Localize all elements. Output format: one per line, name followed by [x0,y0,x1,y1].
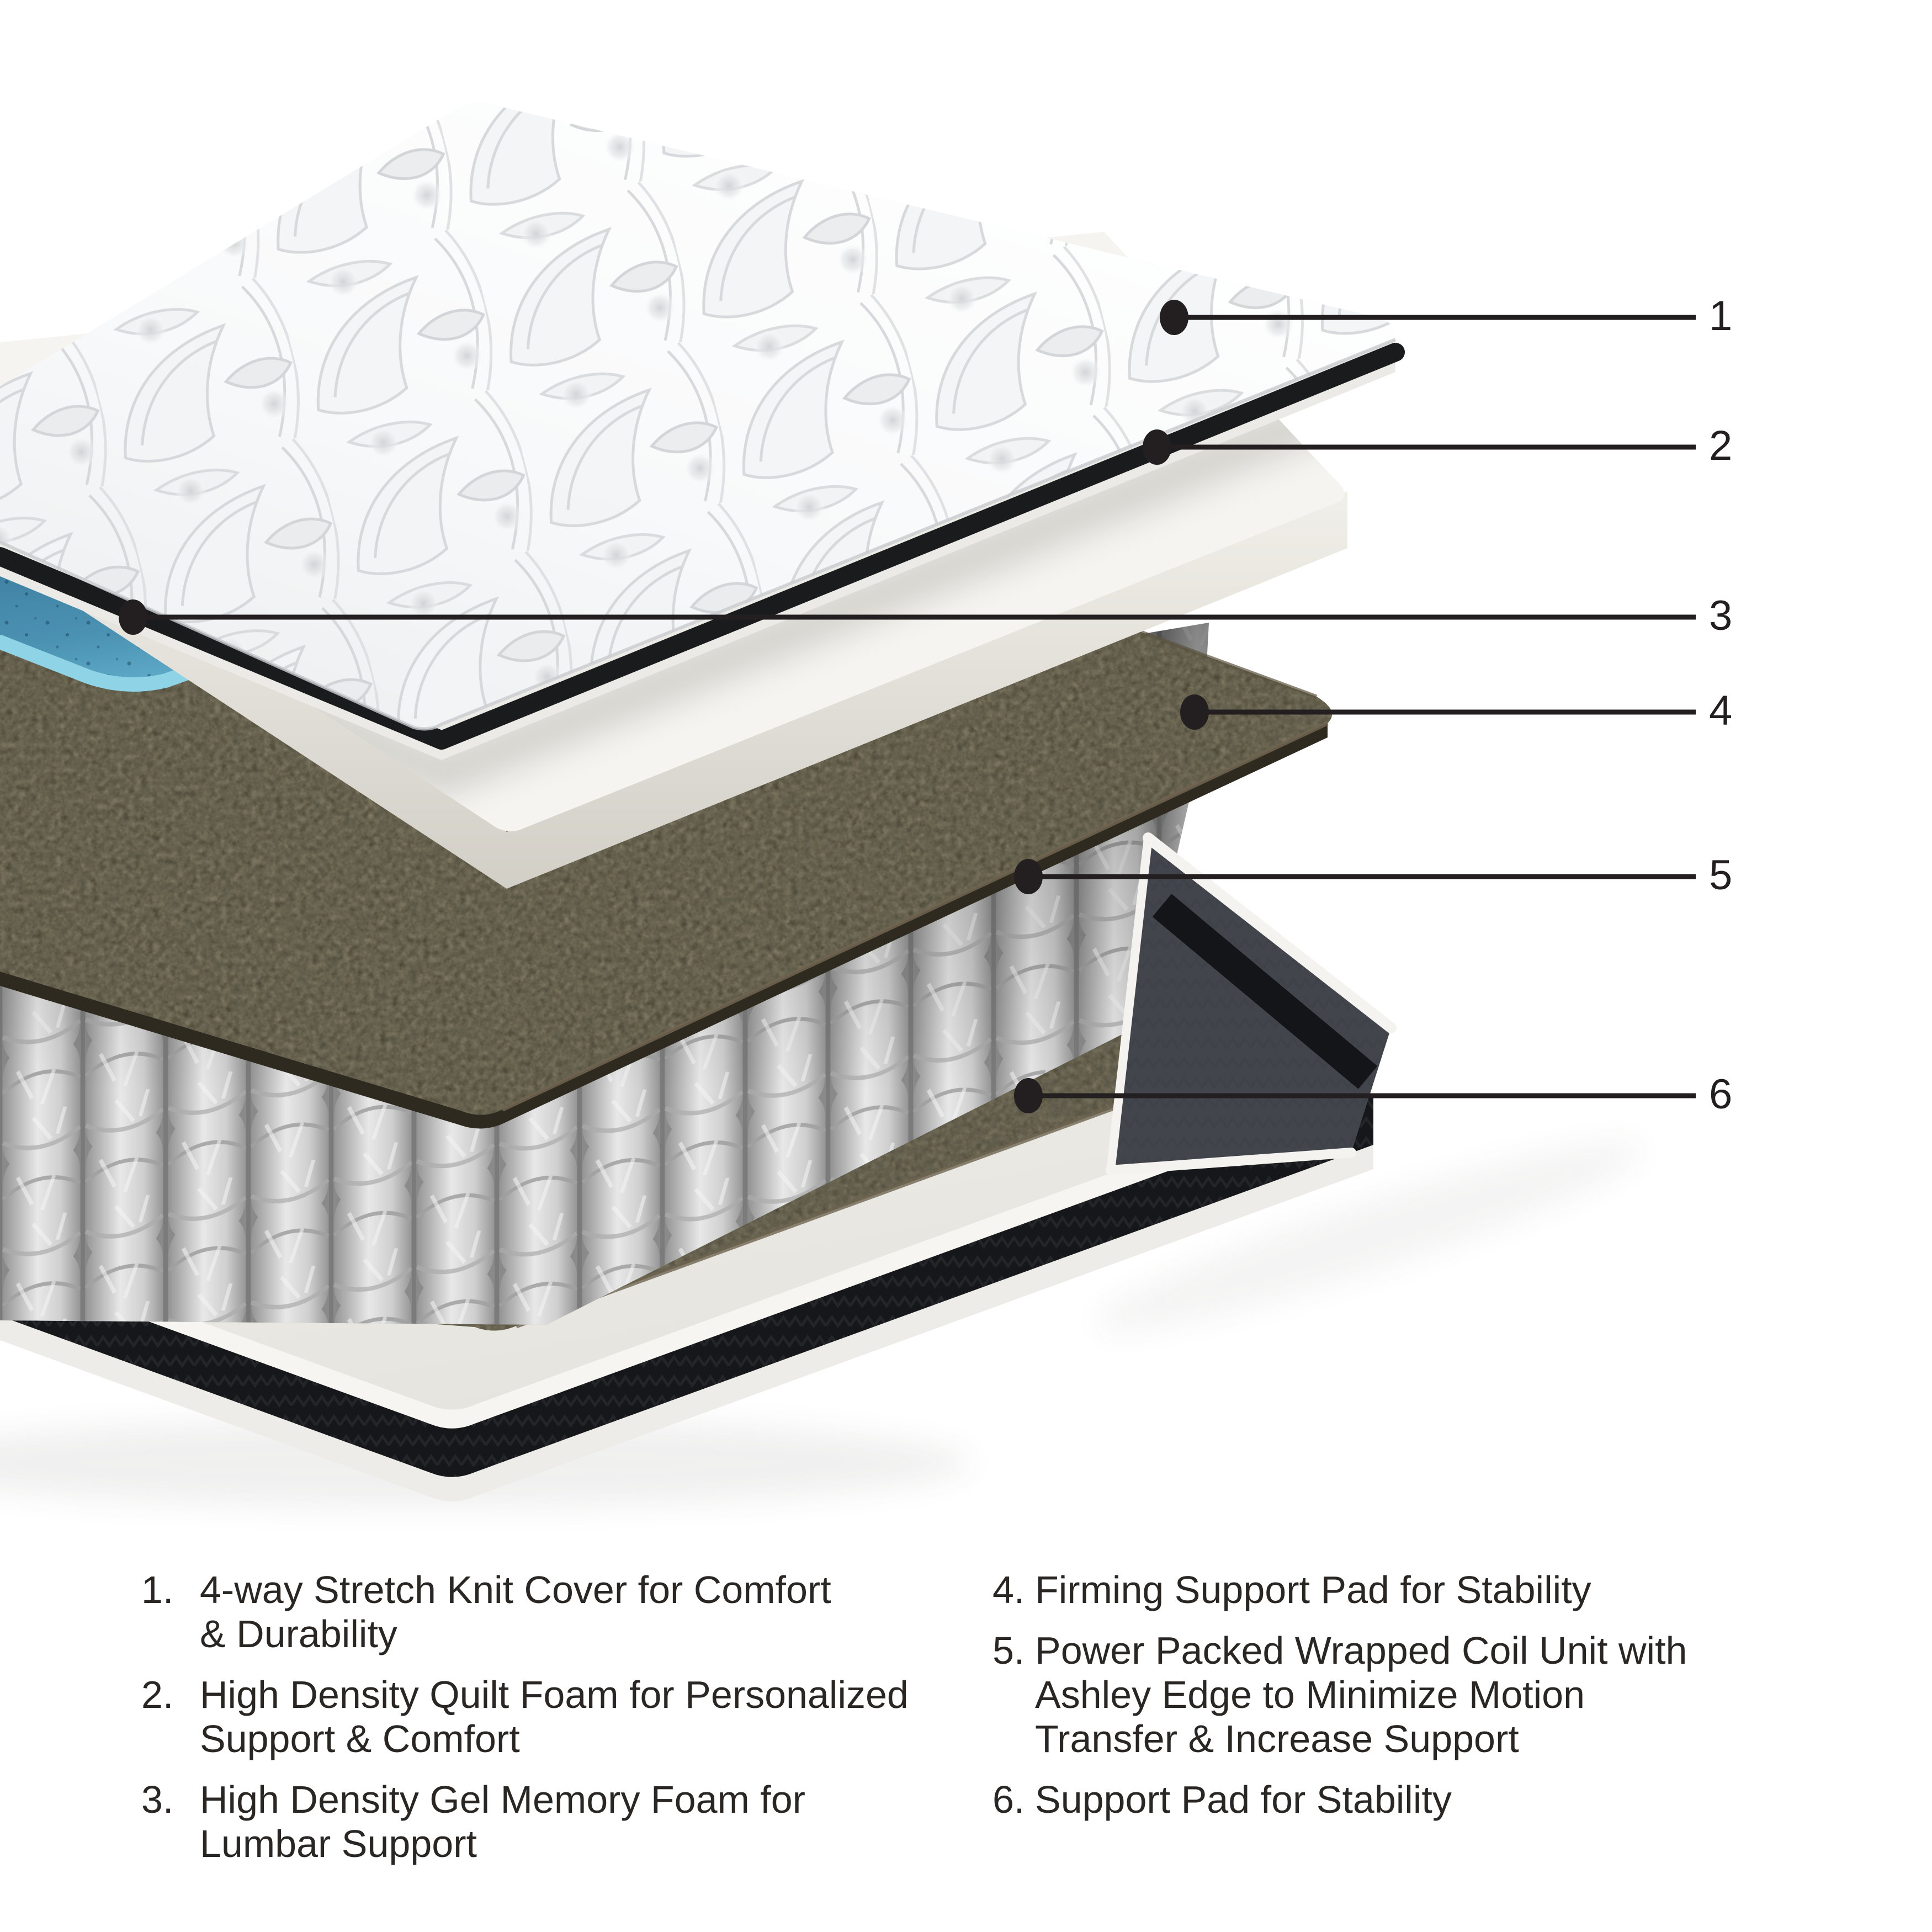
legend-item-line: Support & Comfort [200,1717,520,1760]
quilted-knit-cover-layer [0,102,1405,760]
legend-item-text: High Density Quilt Foam for Personalized… [200,1673,969,1761]
legend-item-line: Firming Support Pad for Stability [1035,1568,1591,1611]
legend-item-text: 4-way Stretch Knit Cover for Comfort& Du… [200,1568,969,1656]
legend-item-number: 5. [992,1629,1025,1672]
legend-item-number: 6. [992,1778,1025,1821]
legend-column-left: 1. 4-way Stretch Knit Cover for Comfort& … [141,1568,969,1882]
callout-number: 1 [1709,293,1733,339]
legend-item-line: Power Packed Wrapped Coil Unit with [1035,1629,1687,1672]
legend-item-line: 4-way Stretch Knit Cover for Comfort [200,1568,831,1611]
legend-item: 1. 4-way Stretch Knit Cover for Comfort& … [141,1568,969,1656]
legend-item: 2. High Density Quilt Foam for Personaliz… [141,1673,969,1761]
legend-item: 4.Firming Support Pad for Stability [992,1568,1903,1612]
callout-dot [1143,429,1171,465]
callout-dot [1014,859,1043,894]
callouts-layer [119,300,1696,1113]
legend-item-text: Support Pad for Stability [1035,1777,1903,1822]
callout-dot [1160,300,1188,335]
legend-item-number: 4. [992,1568,1025,1611]
legend-item-number: 3. [141,1778,174,1821]
legend-item-line: High Density Gel Memory Foam for [200,1778,805,1821]
callout-dot [1014,1078,1043,1113]
callout-number: 3 [1709,592,1733,639]
legend-item-line: Support Pad for Stability [1035,1778,1452,1821]
callout-number: 2 [1709,422,1733,469]
legend-item-line: Transfer & Increase Support [1035,1717,1519,1760]
legend-item-line: High Density Quilt Foam for Personalized [200,1673,909,1716]
legend-item-number: 1. [141,1568,174,1611]
legend-item-text: Firming Support Pad for Stability [1035,1568,1903,1612]
legend-item: 6.Support Pad for Stability [992,1777,1903,1822]
callout-number: 6 [1709,1071,1733,1118]
legend-item-number: 2. [141,1673,174,1716]
callout-dot [1180,694,1209,730]
callout-number: 4 [1709,687,1733,734]
legend-item-line: Ashley Edge to Minimize Motion [1035,1673,1585,1716]
legend-item-line: & Durability [200,1612,397,1655]
callout-number: 5 [1709,852,1733,899]
ashley-edge-wedge [1106,832,1397,1175]
legend-item-line: Lumbar Support [200,1822,477,1865]
callout-dot [119,599,147,635]
